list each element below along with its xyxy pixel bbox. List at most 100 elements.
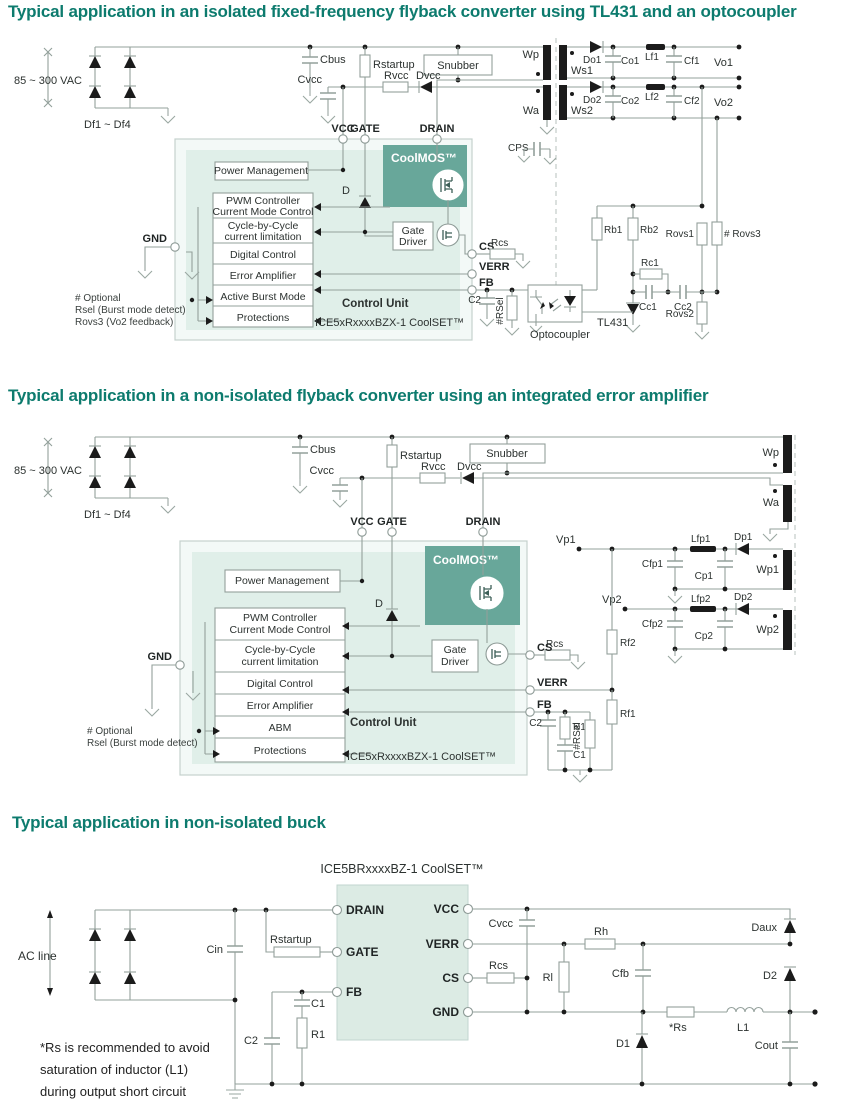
- bottom-rail: [226, 1081, 818, 1099]
- vcc-aux-supply: Cvcc Rvcc Dvcc: [310, 461, 783, 532]
- pin-vcc: VCC: [331, 123, 354, 135]
- optional-note: # Optional Rsel (Burst mode detect) Rovs…: [75, 293, 186, 328]
- block-gate-driver-2: Driver: [399, 236, 428, 248]
- block-digital-control: Digital Control: [230, 249, 296, 261]
- block-power-management: Power Management: [235, 575, 329, 587]
- label-cc1: Cc1: [639, 302, 657, 313]
- label-part-number: ICE5xRxxxxBZX-1 CoolSET™: [315, 317, 464, 329]
- rstartup-resistor: Rstartup: [359, 44, 415, 139]
- snubber-network: Snubber: [423, 44, 493, 83]
- note-line3: Rovs3 (Vo2 feedback): [75, 317, 173, 328]
- label-wp-winding: Wp: [523, 49, 540, 61]
- rs-note: *Rs is recommended to avoid saturation o…: [40, 1040, 210, 1099]
- label-c2: C2: [468, 295, 481, 306]
- label-ic3-part: ICE5BRxxxxBZ-1 CoolSET™: [320, 862, 483, 876]
- label-rcs: Rcs: [546, 639, 563, 650]
- label-cfp2: Cfp2: [642, 619, 664, 630]
- label-d-diode: D: [342, 185, 350, 197]
- label-rovs2: Rovs2: [666, 309, 695, 320]
- label-dvcc: Dvcc: [457, 461, 482, 473]
- label-rf2: Rf2: [620, 638, 636, 649]
- label-cin: Cin: [206, 944, 223, 956]
- block-pwm-2: Current Mode Control: [213, 206, 314, 218]
- optional-note: # Optional Rsel (Burst mode detect): [87, 726, 198, 749]
- note-line2: Rsel (Burst mode detect): [87, 738, 198, 749]
- label-wp1: Wp1: [756, 564, 779, 576]
- label-d-diode: D: [375, 598, 383, 610]
- rstartup-resistor: Rstartup: [386, 434, 442, 532]
- cbus-capacitor: Cbus: [292, 434, 336, 494]
- pin-drain: DRAIN: [346, 903, 384, 917]
- label-cvcc: Cvcc: [298, 74, 323, 86]
- label-tl431: TL431: [597, 317, 628, 329]
- label-dp2: Dp2: [734, 592, 753, 603]
- label-cp2: Cp2: [695, 631, 714, 642]
- label-do1: Do1: [583, 55, 602, 66]
- label-rsel: #RSel: [495, 297, 506, 324]
- label-wa-winding: Wa: [523, 105, 540, 117]
- label-rb2: Rb2: [640, 225, 659, 236]
- block-gate-driver-1: Gate: [444, 644, 467, 656]
- cs-net: Rcs: [472, 960, 530, 984]
- block-error-amplifier: Error Amplifier: [230, 270, 297, 282]
- label-co2: Co2: [621, 96, 640, 107]
- section1-title: Typical application in an isolated fixed…: [8, 2, 797, 21]
- label-cf2: Cf2: [684, 96, 700, 107]
- label-wa: Wa: [763, 497, 780, 509]
- label-l1: L1: [737, 1022, 749, 1034]
- label-control-unit: Control Unit: [342, 298, 409, 310]
- rstartup-resistor: Rstartup: [263, 907, 333, 958]
- pin-cs: CS: [442, 971, 459, 985]
- label-vo2: Vo2: [714, 97, 733, 109]
- label-part-number: ICE5xRxxxxBZX-1 CoolSET™: [347, 751, 496, 763]
- label-bridge-diodes: Df1 ~ Df4: [84, 509, 131, 521]
- output1-rail: Vp1 Cfp1 Lfp1 Cp1 Dp1: [556, 532, 783, 604]
- block-abm: ABM: [269, 722, 292, 734]
- label-c2: C2: [529, 718, 542, 729]
- note-line3: during output short circuit: [40, 1084, 186, 1099]
- fb-compensation: C2 C1 R1: [244, 989, 333, 1084]
- label-optocoupler: Optocoupler: [530, 329, 590, 341]
- block-gate-driver-2: Driver: [441, 656, 470, 668]
- label-vac: 85 ~ 300 VAC: [14, 75, 82, 87]
- label-rstartup: Rstartup: [270, 934, 312, 946]
- label-rvcc: Rvcc: [421, 461, 446, 473]
- label-bridge-diodes: Df1 ~ Df4: [84, 119, 131, 131]
- block-power-management: Power Management: [214, 165, 308, 177]
- label-ws1-winding: Ws1: [571, 65, 593, 77]
- ac-input-bridge: 85 ~ 300 VAC Df1 ~ Df4: [14, 436, 783, 521]
- pin-gnd: GND: [143, 233, 168, 245]
- label-rs: *Rs: [669, 1022, 687, 1034]
- output2-rail: Do2 Co2 Lf2 Cf2 Vo2: [567, 81, 742, 121]
- label-lf1: Lf1: [645, 52, 659, 63]
- verr-net: Rh Rl Cfb D2: [472, 926, 796, 1012]
- pin-verr: VERR: [479, 261, 510, 273]
- output2-rail: Vp2 Cfp2 Lfp2 Cp2 Dp2: [602, 592, 783, 664]
- block-cyc-1: Cycle-by-Cycle: [228, 220, 299, 232]
- label-snubber: Snubber: [486, 448, 528, 460]
- label-vo1: Vo1: [714, 57, 733, 69]
- label-c2: C2: [244, 1035, 258, 1047]
- label-cout: Cout: [755, 1040, 778, 1052]
- label-d1: D1: [616, 1038, 630, 1050]
- snubber-network: Snubber: [469, 434, 546, 476]
- coolset-ic: CoolMOS™ Power Management PWM Controller…: [143, 123, 510, 341]
- cs-network: Rcs: [476, 238, 531, 269]
- tl431-feedback-network: Rb1 Rb2 Rovs1 Rc1 Cc1 Cc2 Rovs2 TL431: [591, 203, 720, 340]
- label-rovs1: Rovs1: [666, 229, 695, 240]
- section2-title: Typical application in a non-isolated fl…: [8, 386, 709, 405]
- pin-gnd: GND: [432, 1005, 459, 1019]
- label-lfp2: Lfp2: [691, 594, 711, 605]
- cbus-capacitor: Cbus: [302, 44, 346, 104]
- ac-input-bridge: 85 ~ 300 VAC Df1 ~ Df4: [14, 46, 543, 131]
- label-c1: C1: [573, 750, 586, 761]
- label-lf2: Lf2: [645, 92, 659, 103]
- coolset-ic: CoolMOS™ Power Management PWM Controller…: [148, 516, 568, 776]
- note-line1: # Optional: [87, 726, 133, 737]
- pin-fb: FB: [537, 699, 552, 711]
- block-cyc-1: Cycle-by-Cycle: [245, 644, 316, 656]
- label-control-unit: Control Unit: [350, 717, 417, 729]
- circuit1-isolated-flyback: 85 ~ 300 VAC Df1 ~ Df4 Cbus Rstartup Snu…: [14, 38, 761, 341]
- label-co1: Co1: [621, 56, 640, 67]
- label-cvcc: Cvcc: [310, 465, 335, 477]
